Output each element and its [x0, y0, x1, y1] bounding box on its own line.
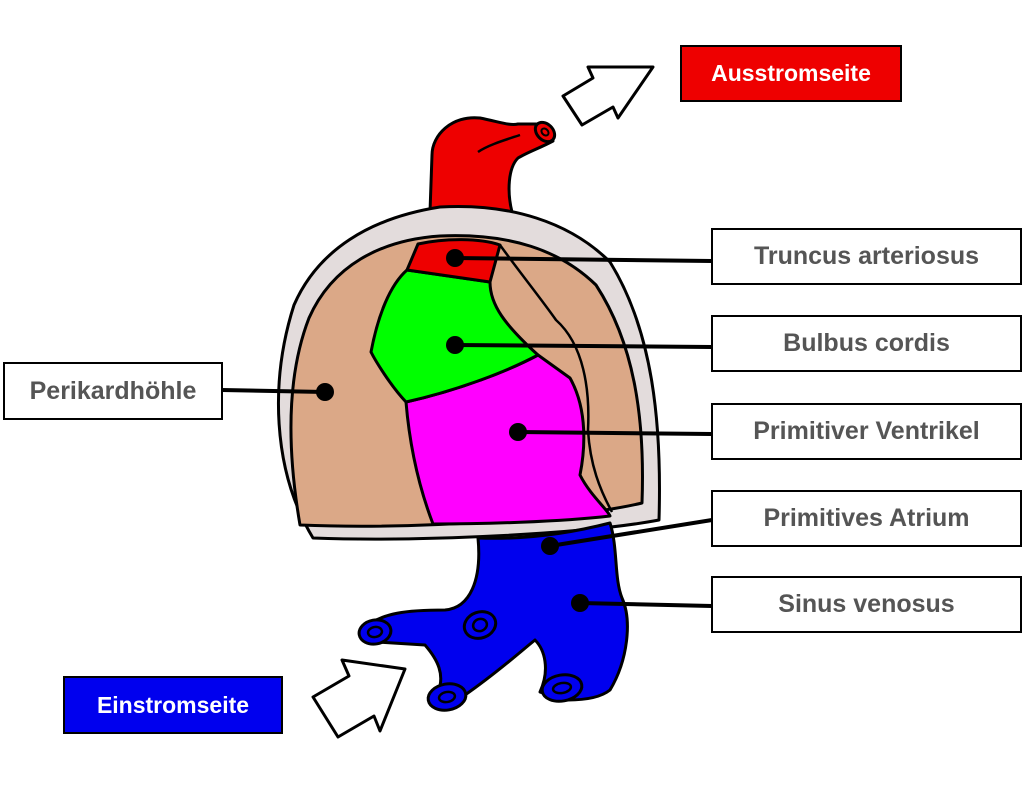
marker-truncus	[446, 249, 464, 267]
vein-opening-bottom-right	[540, 673, 584, 703]
pericardium-label: Perikardhöhle	[3, 362, 223, 420]
vein-opening-bottom-left	[426, 682, 468, 712]
leader-truncus	[453, 256, 714, 263]
truncus-label: Truncus arteriosus	[711, 228, 1022, 285]
leader-atrium	[548, 518, 714, 548]
sinus-label: Sinus venosus	[711, 576, 1022, 633]
bulbus-region	[369, 268, 540, 404]
sinus-venosus-region	[360, 521, 629, 702]
marker-atrium	[541, 537, 559, 555]
vein-opening-middle	[462, 610, 498, 640]
marker-ventricle	[509, 423, 527, 441]
outflow-label: Ausstromseite	[680, 45, 902, 102]
marker-pericardium	[316, 383, 334, 401]
leader-ventricle	[516, 430, 714, 436]
inflow-label: Einstromseite	[63, 676, 283, 734]
bulbus-label: Bulbus cordis	[711, 315, 1022, 372]
vein-opening-left	[357, 618, 393, 646]
vessel-opening	[533, 120, 557, 144]
ventricle-label: Primitiver Ventrikel	[711, 403, 1022, 460]
truncus-outflow-vessel	[428, 116, 555, 214]
outflow-arrow-icon	[561, 65, 655, 127]
marker-sinus	[571, 594, 589, 612]
inflow-arrow-icon	[311, 658, 407, 739]
leader-bulbus	[453, 343, 714, 349]
leader-pericardium	[220, 388, 327, 394]
marker-bulbus	[446, 336, 464, 354]
leader-sinus	[578, 601, 714, 608]
atrium-label: Primitives Atrium	[711, 490, 1022, 547]
